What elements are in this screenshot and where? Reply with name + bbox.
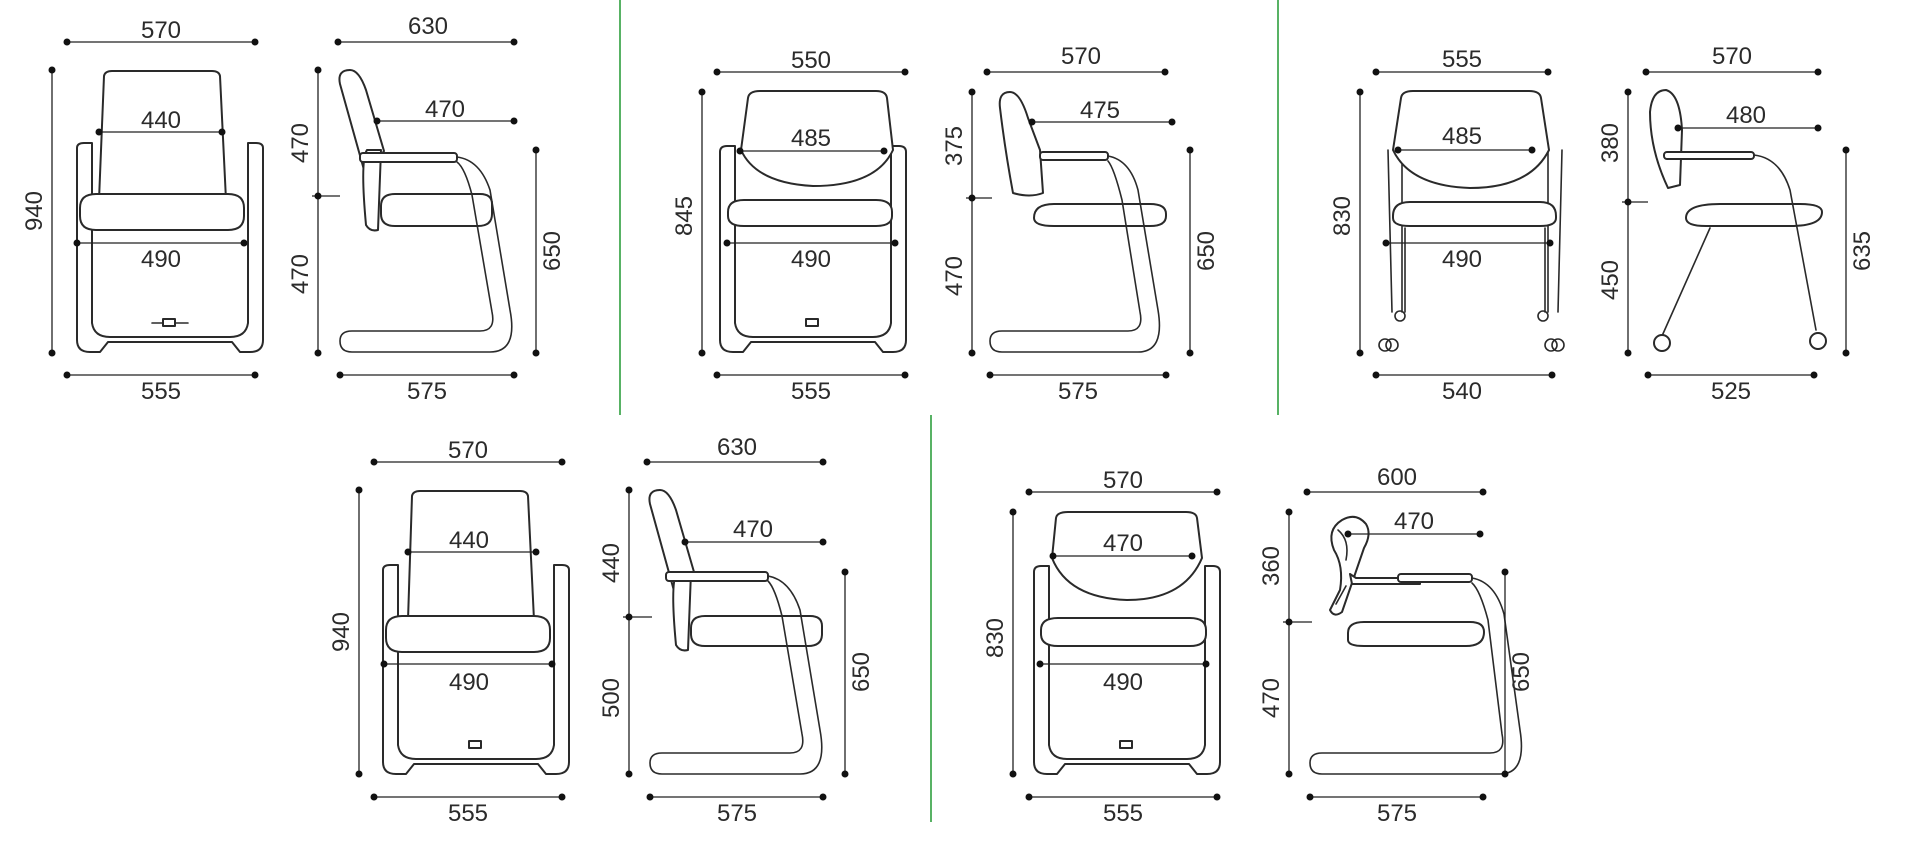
model-5-side-top-depth: 600 (1377, 464, 1417, 491)
model-4-side-base-depth: 575 (717, 800, 757, 827)
model-3-side-back-height: 380 (1597, 123, 1624, 163)
model-5-side-arm-depth: 470 (1394, 508, 1434, 535)
model-4-front-height: 940 (328, 612, 355, 652)
model-5-side-back-height: 360 (1258, 546, 1285, 586)
model-3-side-top-depth: 570 (1712, 43, 1752, 70)
model-5-side-chair (1309, 515, 1523, 775)
model-1-side-arm-depth: 470 (425, 96, 465, 123)
model-4-front-dims: 570 440 940 490 555 (328, 437, 566, 827)
model-2-front-back-width: 485 (791, 125, 831, 152)
model-5-front-height: 830 (982, 618, 1009, 658)
model-2: 550 485 845 490 555 570 475 375 470 (671, 43, 1220, 405)
model-3-side-dims: 570 480 380 450 635 525 (1597, 43, 1876, 405)
model-1: 570 440 940 490 555 630 470 470 (21, 13, 566, 405)
model-5-front-top-width: 570 (1103, 467, 1143, 494)
model-1-side-top-depth: 630 (408, 13, 448, 40)
model-5-front-seat-width: 490 (1103, 669, 1143, 696)
model-3-front-back-width: 485 (1442, 123, 1482, 150)
model-5-front-back-width: 470 (1103, 530, 1143, 557)
model-5-side-seat-height: 470 (1258, 678, 1285, 718)
model-5-side-arm-height: 650 (1508, 652, 1535, 692)
model-1-front-dims: 570 440 940 490 555 (21, 17, 259, 405)
model-2-front-seat-width: 490 (791, 246, 831, 273)
model-1-side-chair (338, 69, 513, 353)
model-2-side-arm-depth: 475 (1080, 97, 1120, 124)
model-5-side-dims: 600 470 360 470 650 575 (1258, 464, 1535, 827)
model-1-side-back-height: 470 (287, 123, 314, 163)
model-2-front-height: 845 (671, 196, 698, 236)
model-2-front-chair (719, 90, 907, 353)
model-3: 555 485 830 490 540 570 480 380 45 (1329, 43, 1876, 405)
model-3-front-height: 830 (1329, 196, 1356, 236)
model-5: 570 470 830 490 555 600 470 360 47 (982, 464, 1535, 827)
model-3-side-base-depth: 525 (1711, 378, 1751, 405)
model-1-front-base-width: 555 (141, 378, 181, 405)
model-2-front-base-width: 555 (791, 378, 831, 405)
model-4-front-back-width: 440 (449, 527, 489, 554)
model-1-front-chair (76, 70, 264, 353)
model-2-front-top-width: 550 (791, 47, 831, 74)
model-2-front-dims: 550 485 845 490 555 (671, 47, 909, 405)
model-4-front-base-width: 555 (448, 800, 488, 827)
model-1-front-back-width: 440 (141, 107, 181, 134)
model-4-front-seat-width: 490 (449, 669, 489, 696)
model-3-front-base-width: 540 (1442, 378, 1482, 405)
model-2-side-seat-height: 470 (941, 256, 968, 296)
model-5-side-base-depth: 575 (1377, 800, 1417, 827)
model-3-front-seat-width: 490 (1442, 246, 1482, 273)
model-4-front-top-width: 570 (448, 437, 488, 464)
model-3-side-seat-height: 450 (1597, 260, 1624, 300)
model-2-side-dims: 570 475 375 470 650 575 (941, 43, 1220, 405)
model-2-side-back-height: 375 (941, 126, 968, 166)
model-4-side-back-height: 440 (598, 543, 625, 583)
model-2-side-arm-height: 650 (1193, 231, 1220, 271)
model-1-side-dims: 630 470 470 470 650 575 (287, 13, 566, 405)
model-1-side-arm-height: 650 (539, 231, 566, 271)
model-3-side-chair (1649, 89, 1827, 352)
model-3-front-dims: 555 485 830 490 540 (1329, 46, 1556, 405)
model-4-side-dims: 630 470 440 500 650 575 (598, 434, 875, 827)
model-1-front-height: 940 (21, 191, 48, 231)
model-5-front-base-width: 555 (1103, 800, 1143, 827)
model-2-side-chair (989, 91, 1167, 353)
model-4-side-chair (648, 489, 823, 775)
model-2-side-top-depth: 570 (1061, 43, 1101, 70)
model-1-side-seat-height: 470 (287, 254, 314, 294)
model-1-front-top-width: 570 (141, 17, 181, 44)
model-1-front-seat-width: 490 (141, 246, 181, 273)
model-2-side-base-depth: 575 (1058, 378, 1098, 405)
model-1-side-base-depth: 575 (407, 378, 447, 405)
model-4-front-chair (382, 490, 570, 775)
model-4-side-arm-height: 650 (848, 652, 875, 692)
model-4: 570 440 940 490 555 630 470 440 500 (328, 434, 875, 827)
model-3-front-chair (1378, 90, 1565, 352)
model-5-front-dims: 570 470 830 490 555 (982, 467, 1221, 827)
model-4-side-arm-depth: 470 (733, 516, 773, 543)
model-4-side-top-depth: 630 (717, 434, 757, 461)
model-3-side-arm-height: 635 (1849, 231, 1876, 271)
model-3-front-top-width: 555 (1442, 46, 1482, 73)
model-3-side-arm-depth: 480 (1726, 102, 1766, 129)
model-4-side-seat-height: 500 (598, 678, 625, 718)
